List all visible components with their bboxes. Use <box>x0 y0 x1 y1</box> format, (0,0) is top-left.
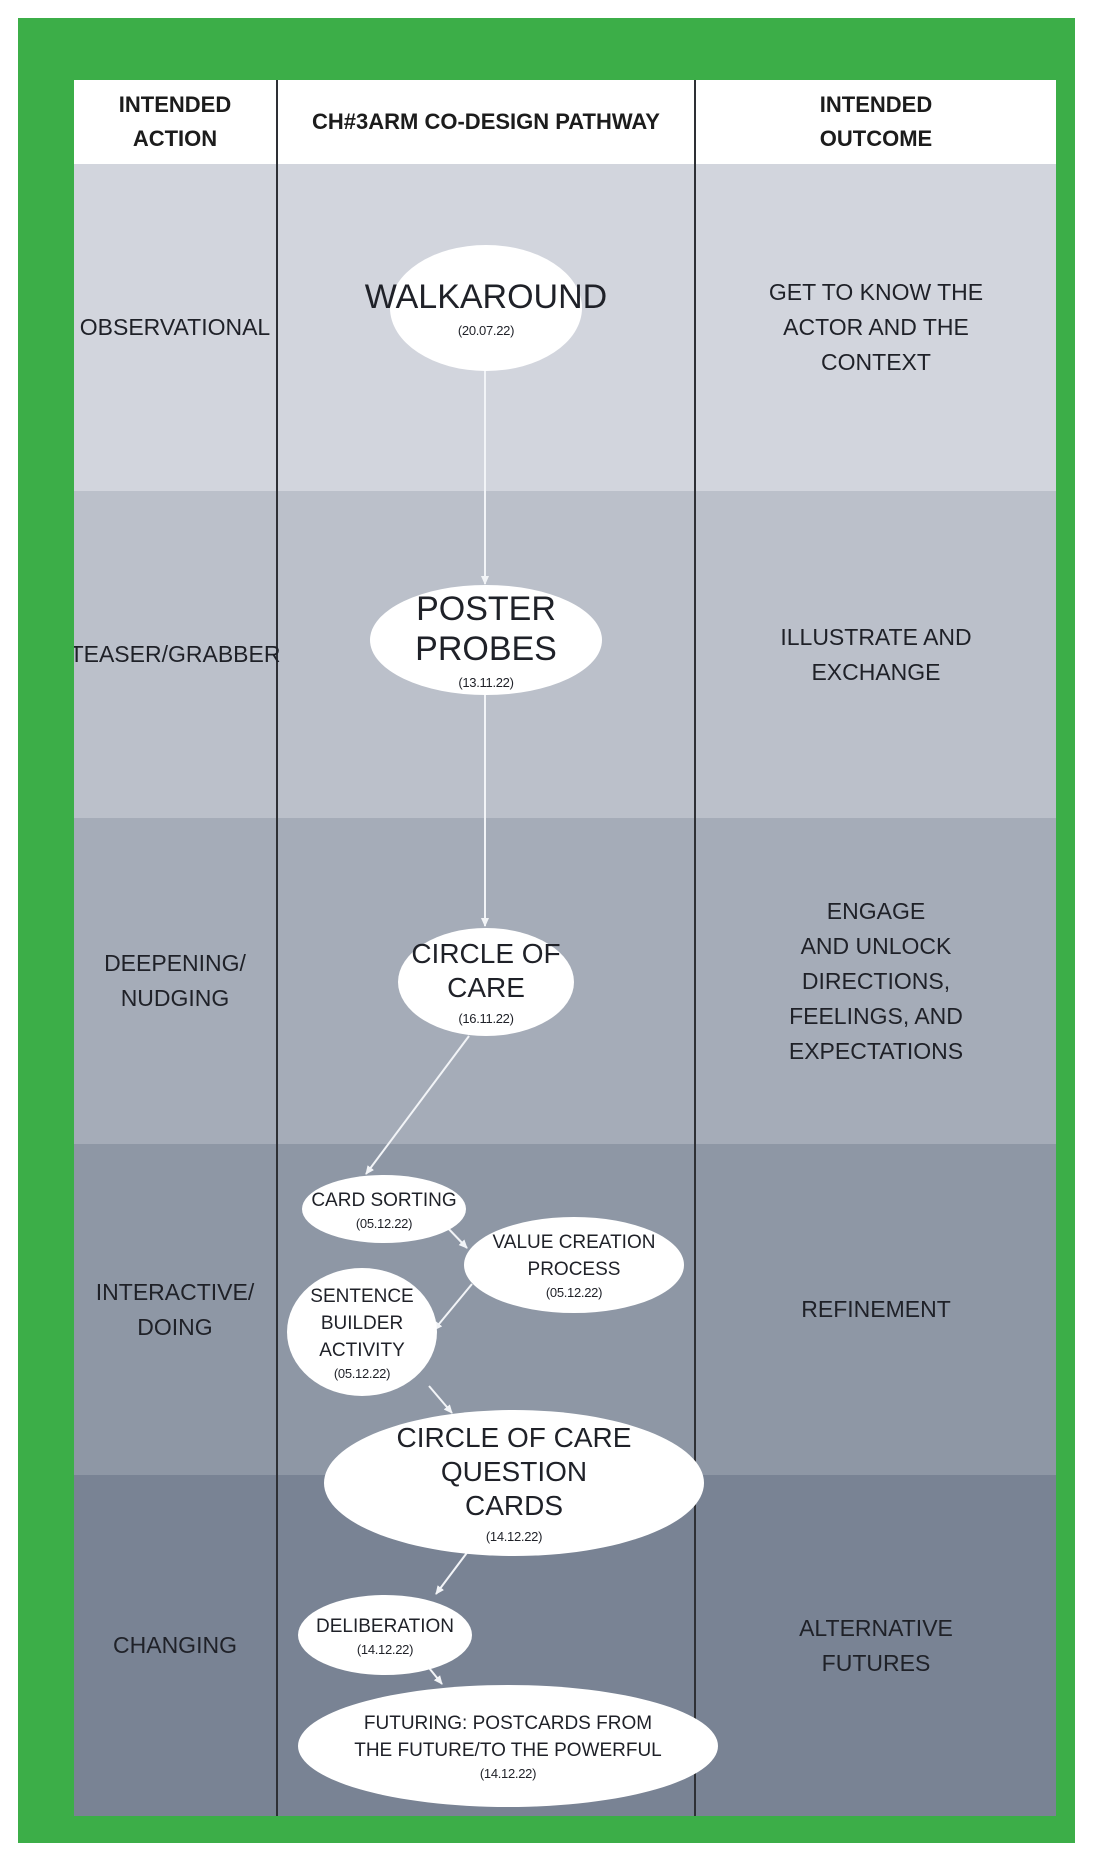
outcome-engage-unlock: ENGAGE AND UNLOCK DIRECTIONS, FEELINGS, … <box>788 897 964 1064</box>
outcome-illustrate-exchange: ILLUSTRATE AND EXCHANGE <box>780 623 972 685</box>
header-intended-action: INTENDED ACTION <box>74 80 276 164</box>
node-futuring-label: FUTURING: POSTCARDS FROM THE FUTURE/TO T… <box>354 1713 662 1761</box>
header-codesign-pathway: CH#3ARM CO-DESIGN PATHWAY <box>278 80 694 164</box>
node-card-sorting-label: CARD SORTING <box>311 1189 457 1211</box>
node-deliberation: DELIBERATION (14.12.22) <box>298 1595 472 1675</box>
node-poster-probes-date: (13.11.22) <box>458 675 514 690</box>
pathway-connectors <box>365 370 489 1685</box>
connector-sentence-to-questioncards <box>428 1385 453 1414</box>
node-walkaround-label: WALKAROUND <box>364 278 608 316</box>
node-question-cards: CIRCLE OF CARE QUESTION CARDS (14.12.22) <box>324 1410 704 1556</box>
node-walkaround: WALKAROUND (20.07.22) <box>365 245 607 371</box>
node-question-cards-date: (14.12.22) <box>485 1529 543 1544</box>
action-deepening-nudging: DEEPENING/ NUDGING <box>104 950 246 1011</box>
outcome-alternative-futures: ALTERNATIVE FUTURES <box>799 1614 953 1676</box>
node-sentence-builder-label: SENTENCE BUILDER ACTIVITY <box>310 1285 414 1361</box>
node-value-creation-label: VALUE CREATION PROCESS <box>492 1232 656 1280</box>
node-circle-of-care-label: CIRCLE OF CARE <box>411 938 561 1003</box>
connector-valuecreation-to-sentence <box>433 1283 473 1331</box>
green-frame: INTENDED ACTION CH#3ARM CO-DESIGN PATHWA… <box>18 18 1075 1843</box>
column-divider-left <box>276 80 278 1816</box>
node-poster-probes-label: POSTER PROBES <box>415 590 557 668</box>
co-design-pathway-table: INTENDED ACTION CH#3ARM CO-DESIGN PATHWA… <box>74 80 1056 1816</box>
outcome-refinement: REFINEMENT <box>801 1296 951 1322</box>
action-interactive-doing: INTERACTIVE/ DOING <box>95 1278 255 1340</box>
node-futuring-date: (14.12.22) <box>479 1766 537 1781</box>
node-circle-of-care: CIRCLE OF CARE (16.11.22) <box>398 928 574 1036</box>
node-circle-of-care-date: (16.11.22) <box>458 1011 514 1026</box>
node-walkaround-date: (20.07.22) <box>457 323 515 338</box>
node-sentence-builder-date: (05.12.22) <box>333 1365 391 1381</box>
action-changing: CHANGING <box>113 1632 237 1658</box>
node-deliberation-label: DELIBERATION <box>316 1615 454 1637</box>
node-futuring: FUTURING: POSTCARDS FROM THE FUTURE/TO T… <box>298 1685 718 1807</box>
action-observational: OBSERVATIONAL <box>79 314 271 340</box>
node-value-creation-date: (05.12.22) <box>545 1285 603 1300</box>
node-poster-probes: POSTER PROBES (13.11.22) <box>370 585 602 695</box>
node-deliberation-date: (14.12.22) <box>356 1641 414 1657</box>
node-sentence-builder: SENTENCE BUILDER ACTIVITY (05.12.22) <box>287 1268 437 1396</box>
outcome-get-to-know: GET TO KNOW THE ACTOR AND THE CONTEXT <box>768 279 984 375</box>
node-value-creation: VALUE CREATION PROCESS (05.12.22) <box>464 1217 684 1313</box>
action-teaser-grabber: TEASER/GRABBER <box>74 641 281 667</box>
node-question-cards-label: CIRCLE OF CARE QUESTION CARDS <box>396 1422 632 1521</box>
column-divider-right <box>694 80 696 1816</box>
header-intended-outcome: INTENDED OUTCOME <box>696 80 1056 164</box>
node-card-sorting: CARD SORTING (05.12.22) <box>302 1175 466 1243</box>
connector-questioncards-to-deliberation <box>435 1549 470 1595</box>
connector-circle-to-cardsorting <box>365 1035 470 1175</box>
node-card-sorting-date: (05.12.22) <box>355 1215 413 1231</box>
